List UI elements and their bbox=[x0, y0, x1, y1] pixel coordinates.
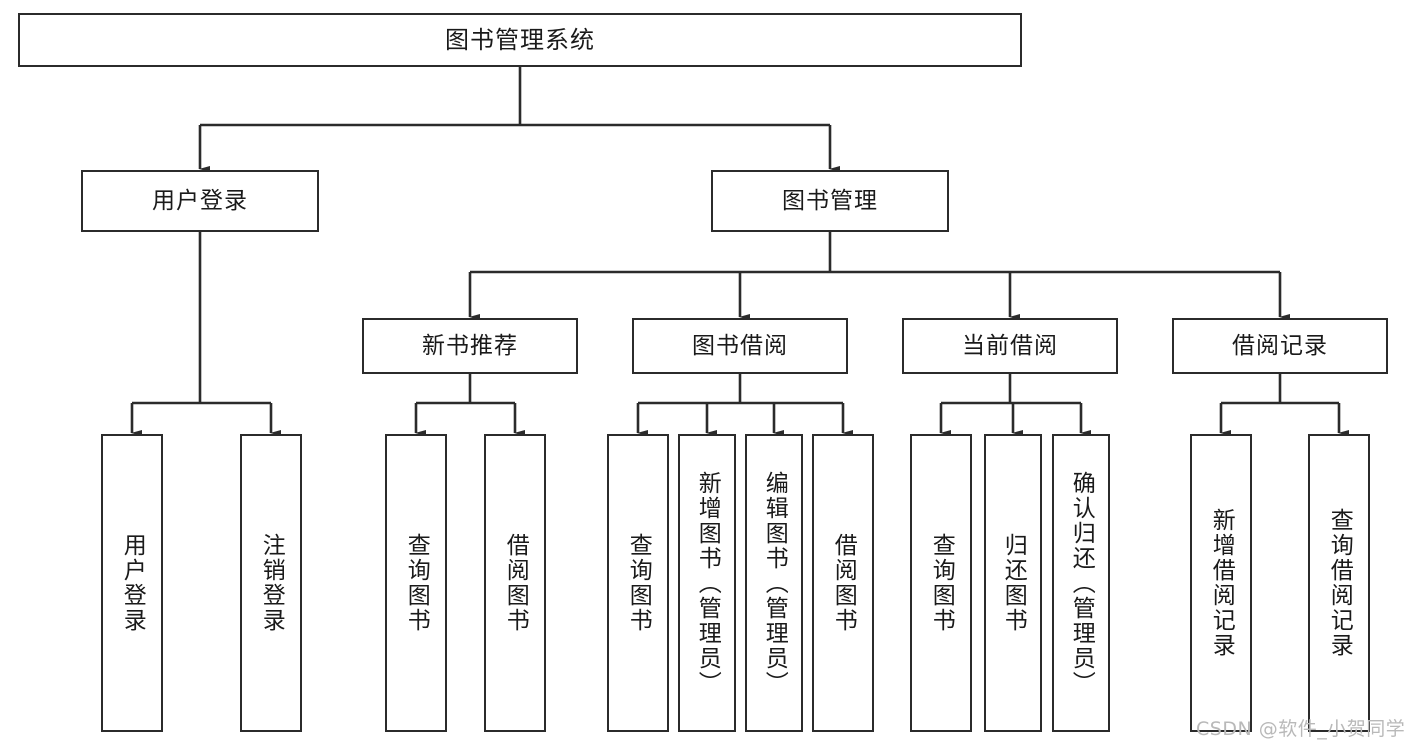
node-label: 查询图书 bbox=[403, 533, 430, 633]
node-label: 借阅记录 bbox=[1232, 332, 1328, 359]
node-label: 查询图书 bbox=[625, 533, 652, 633]
node-label: 新书推荐 bbox=[422, 332, 518, 359]
node-leaf-user-logout[interactable]: 注销登录 bbox=[240, 434, 302, 732]
node-label: 借阅图书 bbox=[830, 533, 857, 633]
node-label: 图书管理 bbox=[782, 187, 878, 214]
node-label: 图书借阅 bbox=[692, 332, 788, 359]
node-leaf-confirm-return[interactable]: 确认归还（管理员） bbox=[1052, 434, 1110, 732]
node-label: 用户登录 bbox=[119, 533, 146, 633]
node-leaf-add-book[interactable]: 新增图书（管理员） bbox=[678, 434, 736, 732]
node-label: 新增图书（管理员） bbox=[694, 470, 721, 696]
node-label: 归还图书 bbox=[1000, 533, 1027, 633]
node-leaf-query-book-br[interactable]: 查询图书 bbox=[607, 434, 669, 732]
node-leaf-query-book-rec[interactable]: 查询图书 bbox=[385, 434, 447, 732]
node-leaf-return-book[interactable]: 归还图书 bbox=[984, 434, 1042, 732]
node-borrow-record[interactable]: 借阅记录 bbox=[1172, 318, 1388, 374]
node-label: 借阅图书 bbox=[502, 533, 529, 633]
node-leaf-query-book-cb[interactable]: 查询图书 bbox=[910, 434, 972, 732]
csdn-watermark: CSDN @软件_小贺同学 bbox=[1196, 718, 1405, 740]
node-label: 查询图书 bbox=[928, 533, 955, 633]
node-leaf-user-login[interactable]: 用户登录 bbox=[101, 434, 163, 732]
node-user-login[interactable]: 用户登录 bbox=[81, 170, 319, 232]
node-current-borrow[interactable]: 当前借阅 bbox=[902, 318, 1118, 374]
node-book-manage[interactable]: 图书管理 bbox=[711, 170, 949, 232]
node-leaf-borrow-book-br[interactable]: 借阅图书 bbox=[812, 434, 874, 732]
node-label: 图书管理系统 bbox=[445, 26, 595, 54]
node-root[interactable]: 图书管理系统 bbox=[18, 13, 1022, 67]
node-new-book-rec[interactable]: 新书推荐 bbox=[362, 318, 578, 374]
node-leaf-borrow-book-rec[interactable]: 借阅图书 bbox=[484, 434, 546, 732]
node-label: 新增借阅记录 bbox=[1208, 508, 1235, 658]
node-label: 当前借阅 bbox=[962, 332, 1058, 359]
node-label: 注销登录 bbox=[258, 533, 285, 633]
node-label: 用户登录 bbox=[152, 187, 248, 214]
node-label: 确认归还（管理员） bbox=[1068, 470, 1095, 696]
node-leaf-query-record[interactable]: 查询借阅记录 bbox=[1308, 434, 1370, 732]
node-leaf-add-record[interactable]: 新增借阅记录 bbox=[1190, 434, 1252, 732]
node-label: 编辑图书（管理员） bbox=[761, 470, 788, 696]
node-label: 查询借阅记录 bbox=[1326, 508, 1353, 658]
node-book-borrow[interactable]: 图书借阅 bbox=[632, 318, 848, 374]
node-leaf-edit-book[interactable]: 编辑图书（管理员） bbox=[745, 434, 803, 732]
